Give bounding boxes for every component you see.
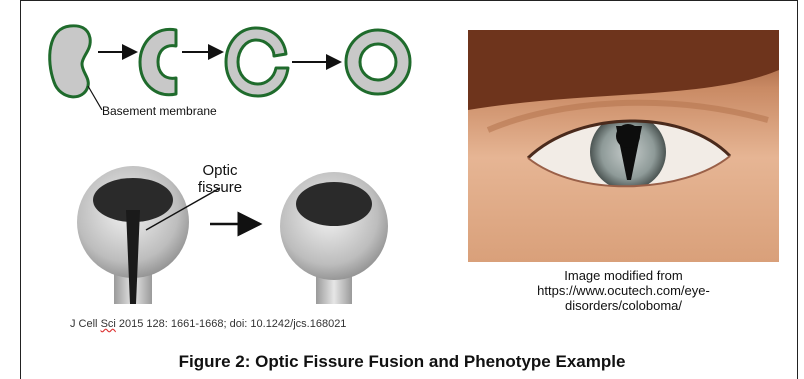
citation-text: J Cell Sci 2015 128: 1661-1668; doi: 10.… xyxy=(70,318,346,330)
basement-leader-line xyxy=(88,86,102,110)
optic-fissure-label: Optic fissure xyxy=(190,162,250,196)
coloboma-eye-photo xyxy=(468,30,779,262)
figure-caption: Figure 2: Optic Fissure Fusion and Pheno… xyxy=(0,352,804,372)
c-shape-stage xyxy=(140,29,176,94)
open-ring-stage xyxy=(226,28,288,96)
credit-line2: https://www.ocutech.com/eye- xyxy=(468,283,779,298)
optic-cup-with-fissure xyxy=(77,166,189,304)
citation-underlined: Sci xyxy=(101,318,116,330)
credit-line1: Image modified from xyxy=(468,268,779,283)
photo-credit: Image modified from https://www.ocutech.… xyxy=(468,268,779,313)
optic-label-line1: Optic xyxy=(190,162,250,179)
optic-cup-sequence xyxy=(40,20,420,110)
fused-optic-cup xyxy=(280,172,388,304)
credit-line3: disorders/coloboma/ xyxy=(468,298,779,313)
citation-rest: 2015 128: 1661-1668; doi: 10.1242/jcs.16… xyxy=(116,318,347,330)
kidney-stage xyxy=(50,26,91,97)
citation-prefix: J Cell xyxy=(70,318,101,330)
basement-membrane-label: Basement membrane xyxy=(102,104,217,118)
optic-label-line2: fissure xyxy=(190,179,250,196)
